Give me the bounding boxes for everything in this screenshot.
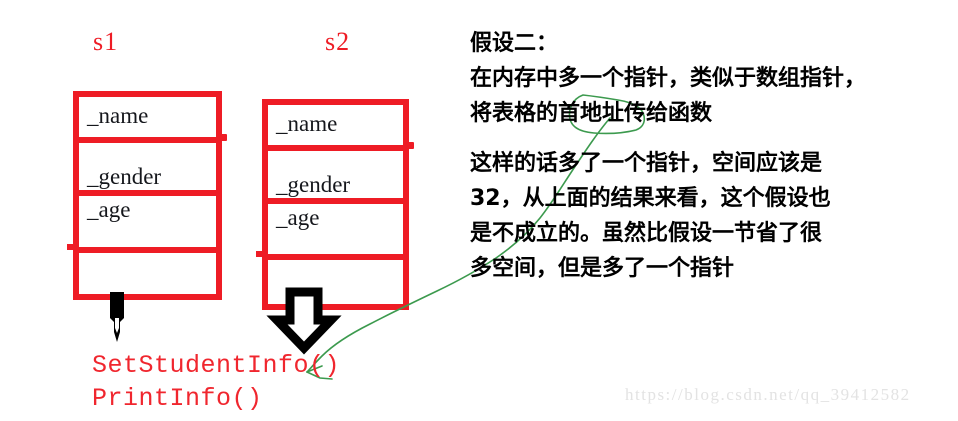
divider-nub-left-s1-icon: [67, 244, 75, 250]
note-heading-block: 假设二： 在内存中多一个指针，类似于数组指针， 将表格的首地址传给函数: [470, 26, 866, 131]
note-line-2: 将表格的首地址传给函数: [470, 101, 713, 126]
note-title: 假设二：: [470, 31, 559, 56]
struct-row-s2-padding: [268, 254, 403, 304]
note-paragraph-line-2: 32，从上面的结果来看，这个假设也: [470, 186, 831, 211]
note-line-1: 在内存中多一个指针，类似于数组指针，: [470, 66, 867, 91]
csdn-watermark: https://blog.csdn.net/qq_39412582: [625, 385, 911, 404]
field-label-name: _name: [276, 111, 338, 136]
struct-row-s2-age: _age: [268, 198, 403, 254]
field-label-age: _age: [87, 197, 131, 222]
struct-label-s2: s2: [325, 27, 351, 56]
note-paragraph-line-3: 是不成立的。虽然比假设一节省了很: [470, 221, 823, 246]
struct-row-s2-gender: _gender: [268, 145, 403, 198]
struct-box-s2: _name _gender _age: [262, 99, 409, 310]
struct-row-s1-padding: [79, 247, 216, 294]
divider-nub-left-s2-icon: [256, 251, 264, 257]
note-paragraph-line-4: 多空间，但是多了一个指针: [470, 256, 735, 281]
note-paragraph-line-1: 这样的话多了一个指针，空间应该是: [470, 151, 823, 176]
field-label-age: _age: [276, 205, 320, 230]
struct-row-s1-age: _age: [79, 190, 216, 247]
struct-box-s1: _name _gender _age: [73, 91, 222, 300]
divider-nub-s2-icon: [405, 142, 414, 149]
function-label-print-info: PrintInfo(): [92, 384, 263, 413]
field-label-gender: _gender: [87, 164, 162, 189]
struct-label-s1: s1: [93, 27, 119, 56]
function-label-set-student-info: SetStudentInfo(): [92, 351, 341, 380]
struct-row-s1-gender: _gender: [79, 137, 216, 190]
field-label-name: _name: [87, 103, 149, 128]
note-paragraph-block: 这样的话多了一个指针，空间应该是 32，从上面的结果来看，这个假设也 是不成立的…: [470, 146, 831, 286]
field-label-gender: _gender: [276, 172, 351, 197]
divider-nub-s1-icon: [218, 134, 227, 141]
struct-row-s2-name: _name: [268, 105, 403, 145]
struct-row-s1-name: _name: [79, 97, 216, 137]
